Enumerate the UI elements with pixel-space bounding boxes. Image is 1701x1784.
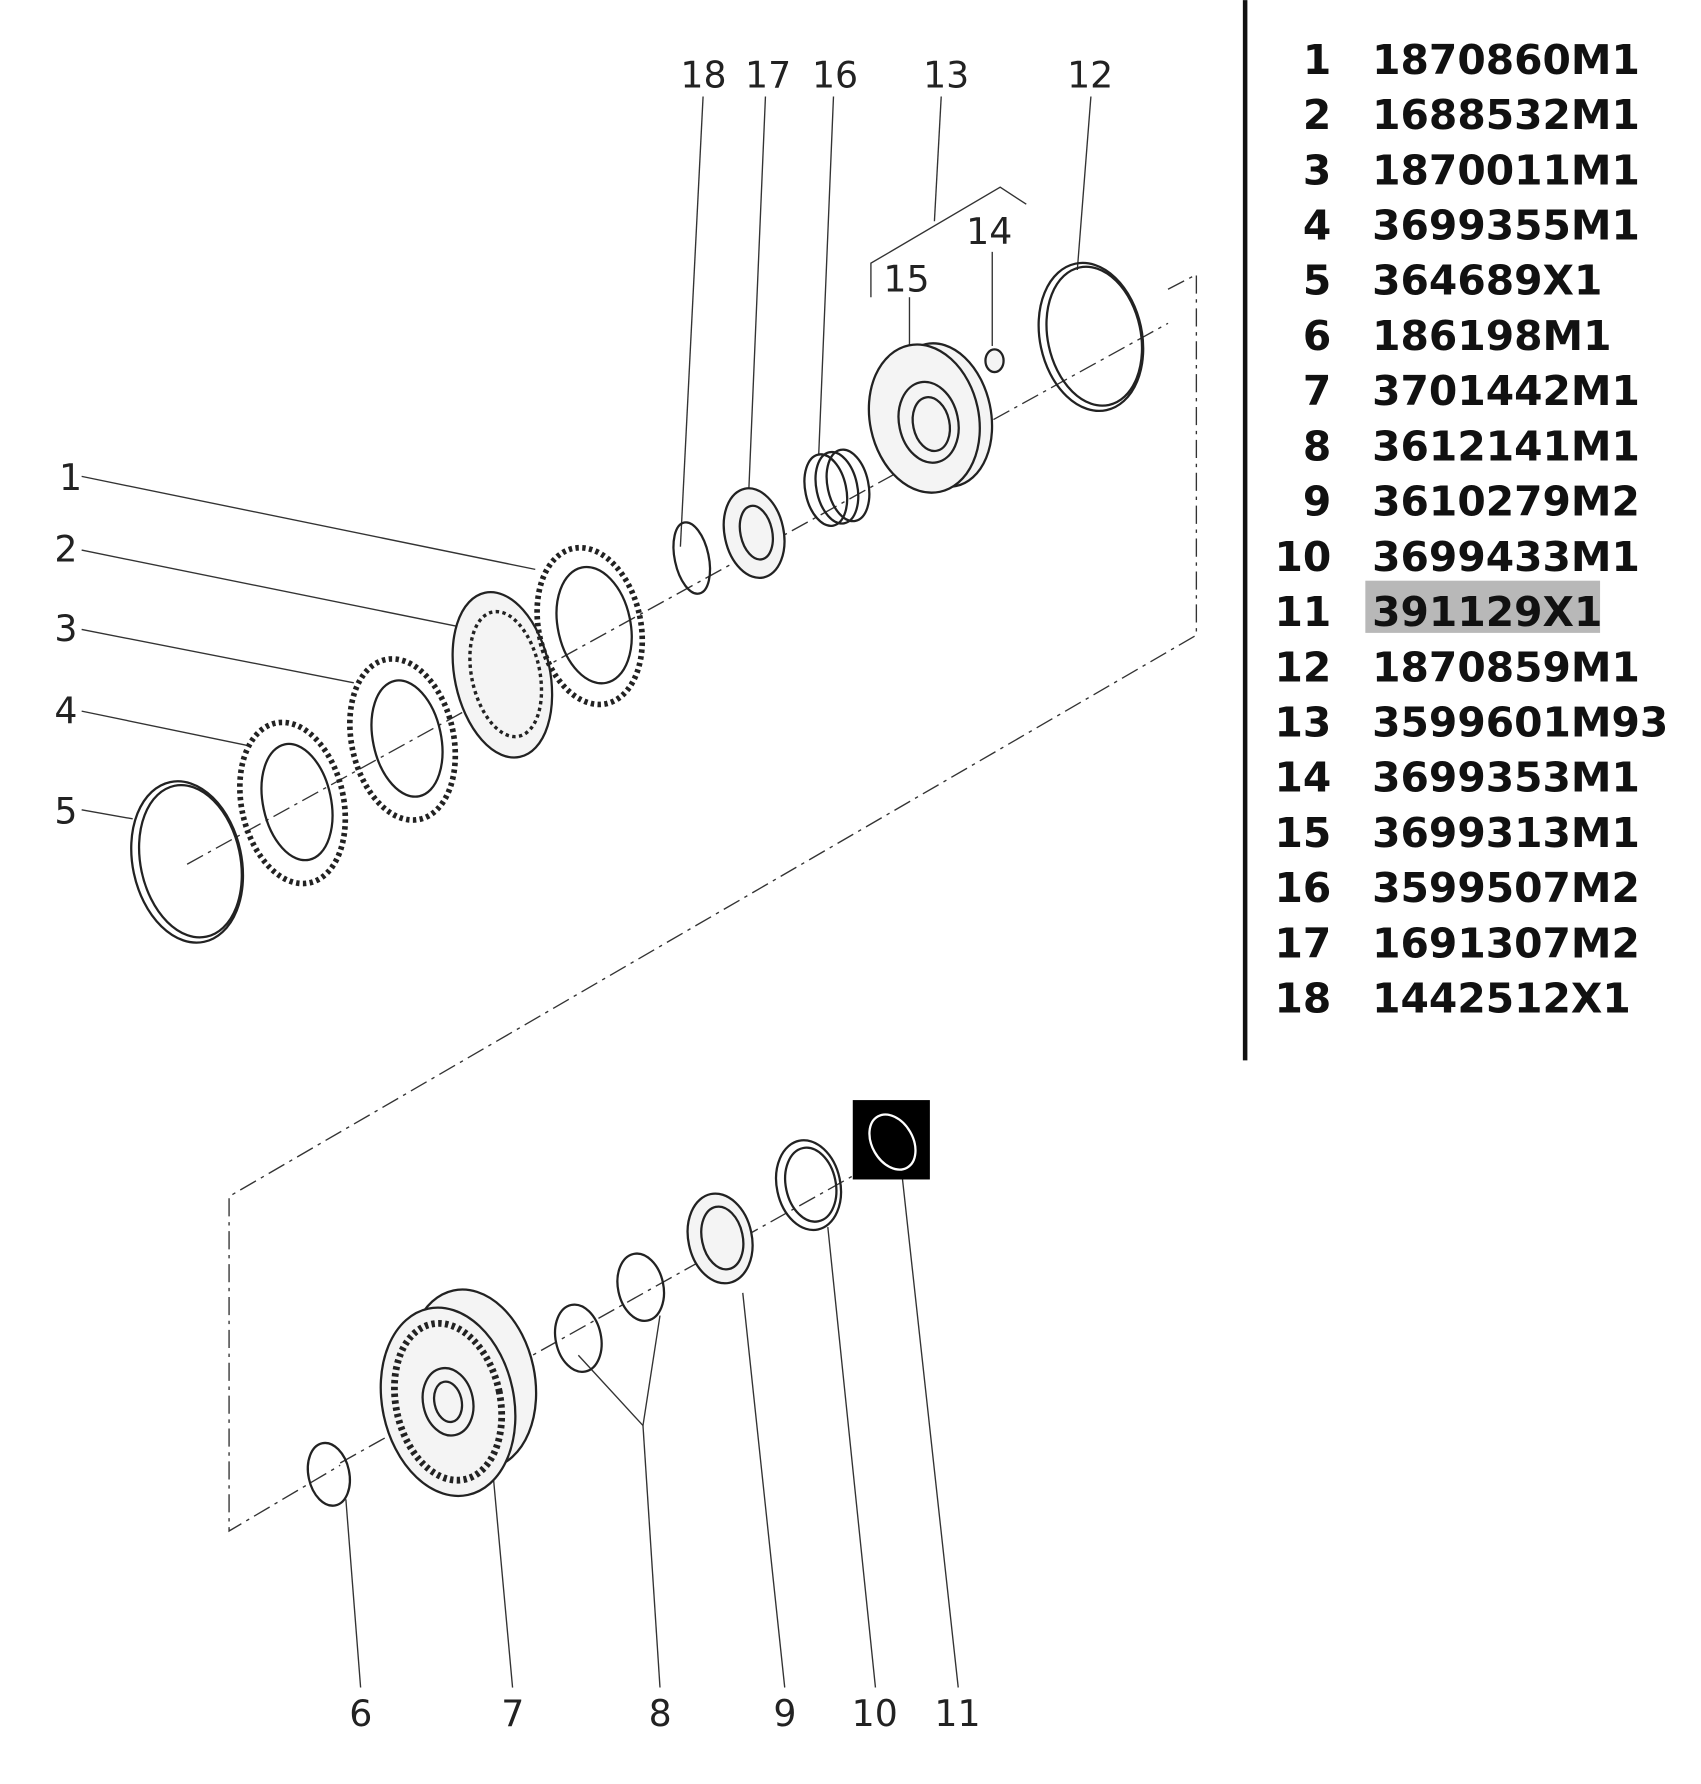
parts-list-row[interactable]: 16 3599507M2 xyxy=(1275,864,1640,912)
callout-17[interactable]: 17 xyxy=(745,53,791,96)
part-number[interactable]: 3599507M2 xyxy=(1372,864,1640,912)
parts-list-row[interactable]: 10 3699433M1 xyxy=(1275,533,1640,581)
part-2-friction-disc xyxy=(451,591,554,759)
part-18-ring xyxy=(672,521,712,595)
item-number: 4 xyxy=(1303,201,1331,249)
callout-9[interactable]: 9 xyxy=(773,1692,796,1735)
parts-list: 1 1870860M1 2 1688532M1 3 1870011M1 4 3699355M1… xyxy=(1275,36,1669,1023)
part-5-snap-ring xyxy=(130,780,245,944)
part-number[interactable]: 364689X1 xyxy=(1372,257,1602,305)
part-12-seal-ring xyxy=(1037,261,1145,413)
item-number: 8 xyxy=(1303,422,1331,470)
part-7-clutch-drum xyxy=(379,1288,538,1498)
item-number: 7 xyxy=(1303,367,1331,415)
leader-lines xyxy=(81,96,1092,1688)
callout-11[interactable]: 11 xyxy=(934,1692,980,1735)
item-number: 12 xyxy=(1275,643,1332,691)
parts-list-row[interactable]: 8 3612141M1 xyxy=(1303,422,1640,470)
callout-14[interactable]: 14 xyxy=(966,210,1012,253)
part-8-seal-ring xyxy=(616,1252,666,1322)
parts-list-row[interactable]: 4 3699355M1 xyxy=(1303,201,1640,249)
callout-3[interactable]: 3 xyxy=(54,607,77,650)
callout-5[interactable]: 5 xyxy=(54,789,77,832)
item-number: 13 xyxy=(1275,699,1332,747)
part-15-piston xyxy=(867,342,994,494)
part-number[interactable]: 1870859M1 xyxy=(1372,643,1640,691)
callout-12[interactable]: 12 xyxy=(1067,53,1113,96)
parts-list-row[interactable]: 7 3701442M1 xyxy=(1303,367,1640,415)
part-number[interactable]: 1870860M1 xyxy=(1372,36,1640,84)
item-number: 3 xyxy=(1303,146,1331,194)
parts-list-row[interactable]: 2 1688532M1 xyxy=(1303,91,1640,139)
part-1-clutch-plate xyxy=(534,544,646,708)
part-4-clutch-plate xyxy=(237,719,349,887)
part-number[interactable]: 3699353M1 xyxy=(1372,754,1640,802)
item-number: 5 xyxy=(1303,257,1331,305)
part-number[interactable]: 3699433M1 xyxy=(1372,533,1640,581)
parts-list-row[interactable]: 9 3610279M2 xyxy=(1303,478,1640,526)
part-number[interactable]: 3699355M1 xyxy=(1372,201,1640,249)
part-3-clutch-plate xyxy=(347,656,459,823)
callout-2[interactable]: 2 xyxy=(54,527,77,570)
callout-16[interactable]: 16 xyxy=(812,53,858,96)
part-8-seal-ring xyxy=(553,1303,603,1373)
item-number: 17 xyxy=(1275,919,1332,967)
callout-13[interactable]: 13 xyxy=(923,53,969,96)
callout-10[interactable]: 10 xyxy=(852,1692,898,1735)
parts-list-row[interactable]: 3 1870011M1 xyxy=(1303,146,1640,194)
callout-8[interactable]: 8 xyxy=(649,1692,672,1735)
part-number[interactable]: 1442512X1 xyxy=(1372,975,1631,1023)
parts-list-row[interactable]: 6 186198M1 xyxy=(1303,312,1612,360)
parts-list-row[interactable]: 15 3699313M1 xyxy=(1275,809,1640,857)
part-number[interactable]: 3610279M2 xyxy=(1372,478,1640,526)
part-9-thrust-bearing xyxy=(686,1192,754,1285)
callout-6[interactable]: 6 xyxy=(349,1692,372,1735)
parts-list-row[interactable]: 17 1691307M2 xyxy=(1275,919,1640,967)
item-number: 15 xyxy=(1275,809,1332,857)
callout-15[interactable]: 15 xyxy=(883,258,929,301)
item-number: 18 xyxy=(1275,975,1332,1023)
parts-list-row[interactable]: 12 1870859M1 xyxy=(1275,643,1640,691)
part-number[interactable]: 3599601M93 xyxy=(1372,699,1668,747)
item-number: 11 xyxy=(1275,588,1332,636)
center-axis-lines xyxy=(186,322,1169,1464)
part-11-selected-ring[interactable] xyxy=(852,1100,930,1180)
parts-list-row[interactable]: 18 1442512X1 xyxy=(1275,975,1631,1023)
part-number[interactable]: 1688532M1 xyxy=(1372,91,1640,139)
item-number: 10 xyxy=(1275,533,1332,581)
item-number: 2 xyxy=(1303,91,1331,139)
part-number[interactable]: 3699313M1 xyxy=(1372,809,1640,857)
part-10-washer xyxy=(774,1139,843,1232)
selected-row-highlight xyxy=(1365,580,1601,633)
part-17-washer xyxy=(722,487,786,580)
parts-list-row[interactable]: 1 1870860M1 xyxy=(1303,36,1640,84)
item-number: 14 xyxy=(1275,754,1332,802)
part-14-check-ball xyxy=(984,348,1005,374)
part-6-ring xyxy=(306,1441,352,1507)
item-number: 16 xyxy=(1275,864,1332,912)
item-number: 6 xyxy=(1303,312,1331,360)
parts-list-row[interactable]: 5 364689X1 xyxy=(1303,257,1602,305)
parts-list-row[interactable]: 13 3599601M93 xyxy=(1275,699,1669,747)
part-number[interactable]: 1870011M1 xyxy=(1372,146,1640,194)
part-number[interactable]: 391129X1 xyxy=(1372,588,1602,636)
parts-list-row[interactable]: 11 391129X1 xyxy=(1275,588,1603,636)
item-number: 9 xyxy=(1303,478,1331,526)
part-number[interactable]: 186198M1 xyxy=(1372,312,1611,360)
parts-list-row[interactable]: 14 3699353M1 xyxy=(1275,754,1640,802)
assembly-frame xyxy=(228,273,1198,1533)
part-number[interactable]: 3701442M1 xyxy=(1372,367,1640,415)
callout-1[interactable]: 1 xyxy=(59,456,82,499)
item-number: 1 xyxy=(1303,36,1331,84)
part-number[interactable]: 3612141M1 xyxy=(1372,422,1640,470)
callout-4[interactable]: 4 xyxy=(54,690,77,733)
part-16-spring xyxy=(803,448,871,527)
part-number[interactable]: 1691307M2 xyxy=(1372,919,1640,967)
callout-18[interactable]: 18 xyxy=(680,53,726,96)
callout-7[interactable]: 7 xyxy=(501,1692,524,1735)
callout-labels: 18 17 16 13 12 14 15 1 2 3 4 5 6 7 8 9 1… xyxy=(54,53,1113,1735)
